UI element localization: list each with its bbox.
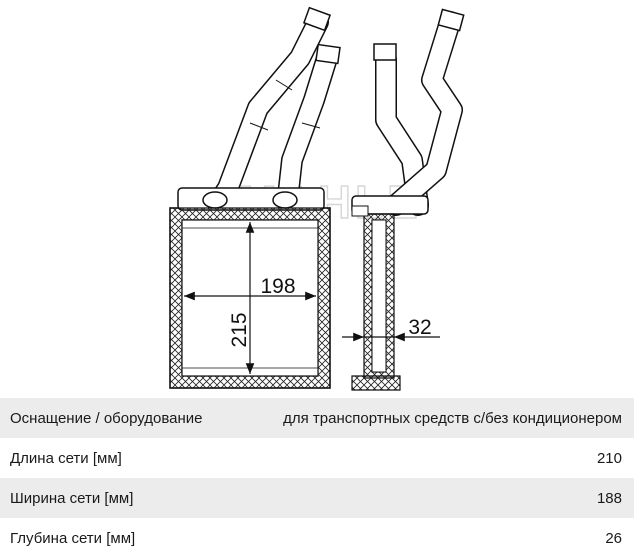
- spec-value: 188: [596, 489, 622, 507]
- technical-drawing: MAHLE: [169, 6, 465, 391]
- front-view: [169, 6, 341, 389]
- dimension-depth: 32: [408, 316, 431, 339]
- dimension-height: 215: [228, 312, 251, 347]
- spec-value: 26: [605, 529, 622, 547]
- spec-row-depth: Глубина сети [мм] 26: [0, 518, 634, 558]
- spec-value: 210: [596, 449, 622, 467]
- front-dimension-lines: [184, 222, 316, 374]
- spec-value: для транспортных средств с/без кондицион…: [283, 409, 622, 427]
- front-pipe-right: [276, 47, 338, 216]
- spec-label: Оснащение / оборудование: [10, 409, 203, 427]
- spec-label: Длина сети [мм]: [10, 449, 122, 467]
- spec-row-equipment: Оснащение / оборудование для транспортны…: [0, 398, 634, 438]
- specifications-table: Оснащение / оборудование для транспортны…: [0, 398, 634, 558]
- dimension-width: 198: [260, 275, 295, 298]
- spec-row-length: Длина сети [мм] 210: [0, 438, 634, 478]
- spec-label: Ширина сети [мм]: [10, 489, 134, 507]
- spec-row-width: Ширина сети [мм] 188: [0, 478, 634, 518]
- side-pipe-right: [385, 11, 463, 216]
- spec-label: Глубина сети [мм]: [10, 529, 136, 547]
